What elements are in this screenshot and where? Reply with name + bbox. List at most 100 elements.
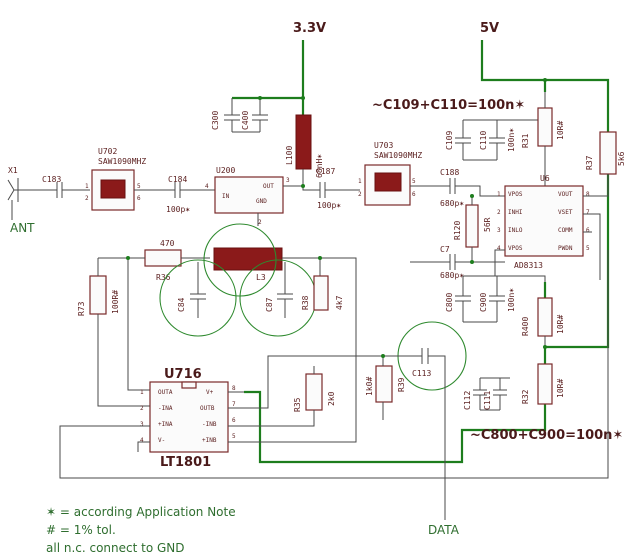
svg-text:10R#: 10R# (556, 315, 565, 334)
x1-label: X1 (8, 166, 18, 175)
svg-text:R73: R73 (77, 301, 86, 316)
svg-text:C113: C113 (412, 369, 431, 378)
resistor-r37: R37 5k6 (585, 131, 626, 197)
svg-text:6: 6 (137, 195, 141, 202)
antenna-connector[interactable]: X1 ANT (7, 166, 45, 235)
ground-ring-c84 (159, 259, 237, 337)
capacitors-c111-c112: C112 C111 (463, 377, 510, 411)
svg-text:C109: C109 (445, 131, 454, 150)
svg-text:100n✶: 100n✶ (507, 128, 516, 152)
svg-text:-INB: -INB (202, 421, 217, 428)
svg-text:U200: U200 (216, 166, 235, 175)
legend-hash: # = 1% tol. (46, 523, 116, 537)
svg-text:U703: U703 (374, 141, 393, 150)
svg-text:+INA: +INA (158, 421, 173, 428)
inductor-l100: L100 68nH✶ (285, 114, 324, 186)
svg-text:R38: R38 (301, 295, 310, 310)
opamp-u716: U716 LT1801 OUTA -INA +INA V- V+ OUTB -I… (59, 250, 609, 479)
svg-text:68nH✶: 68nH✶ (315, 154, 324, 178)
svg-text:C400: C400 (241, 111, 250, 130)
svg-text:10R#: 10R# (556, 121, 565, 140)
svg-text:1: 1 (85, 183, 89, 190)
svg-text:1k0#: 1k0# (365, 377, 374, 396)
svg-text:5: 5 (232, 433, 236, 440)
svg-text:INHI: INHI (508, 209, 523, 216)
svg-text:100p✶: 100p✶ (166, 205, 190, 214)
capacitors-c300-c400: C300 C400 (211, 98, 268, 133)
svg-text:1: 1 (358, 178, 362, 185)
capacitor-c84: C84 (177, 262, 206, 318)
svg-text:6: 6 (586, 227, 590, 234)
svg-text:VPOS: VPOS (508, 191, 523, 198)
svg-text:1: 1 (497, 191, 501, 198)
data-output-label: DATA (428, 523, 460, 537)
svg-text:100p✶: 100p✶ (317, 201, 341, 210)
svg-text:C87: C87 (265, 297, 274, 312)
capacitor-c87: C87 (265, 262, 293, 318)
svg-text:C183: C183 (42, 175, 61, 184)
junction-dots (126, 78, 547, 358)
saw-filter-u703: U703 SAW1090MHZ 1 2 5 6 (358, 141, 450, 206)
capacitor-c113: C113 (383, 348, 446, 520)
svg-text:2: 2 (358, 191, 362, 198)
resistor-r36: 470 R36 (128, 239, 210, 282)
svg-text:COMM: COMM (558, 227, 573, 234)
svg-text:2k0: 2k0 (327, 391, 336, 406)
svg-text:10R#: 10R# (556, 379, 565, 398)
svg-text:INLO: INLO (508, 227, 523, 234)
svg-text:C7: C7 (440, 245, 450, 254)
resistor-r38: R38 4k7 (301, 275, 344, 311)
rail-5v-opamp (244, 390, 547, 464)
svg-text:7: 7 (586, 209, 590, 216)
capacitor-c188: C188 680p✶ (440, 168, 505, 208)
svg-text:OUTB: OUTB (200, 405, 215, 412)
resistor-r31: R31 10R# (512, 92, 565, 187)
svg-text:R120: R120 (453, 221, 462, 240)
svg-text:C84: C84 (177, 297, 186, 312)
svg-text:R32: R32 (521, 389, 530, 404)
svg-text:2: 2 (85, 195, 89, 202)
svg-text:IN: IN (222, 193, 230, 200)
svg-text:3: 3 (140, 421, 144, 428)
svg-text:-INA: -INA (158, 405, 173, 412)
capacitors-c109-c110: C109 C110 100n✶ (445, 119, 545, 161)
svg-text:C900: C900 (479, 293, 488, 312)
svg-text:SAW1090MHZ: SAW1090MHZ (98, 157, 146, 166)
amplifier-u200: U200 IN OUT GND 4 3 2 (205, 166, 320, 226)
svg-text:U716: U716 (164, 367, 202, 382)
svg-text:100n✶: 100n✶ (507, 288, 516, 312)
capacitors-c800-c900: C800 C900 100n✶ (445, 275, 516, 323)
cap-note-top: ~C109+C110=100n✶ (372, 98, 525, 113)
svg-text:R35: R35 (293, 397, 302, 412)
svg-text:L100: L100 (285, 146, 294, 165)
svg-text:5: 5 (586, 245, 590, 252)
svg-text:56R: 56R (483, 217, 492, 232)
svg-text:U702: U702 (98, 147, 117, 156)
capacitor-c184: C184 100p✶ (165, 175, 215, 214)
rail-3v3-label: 3.3V (293, 21, 326, 36)
svg-text:U6: U6 (540, 174, 550, 183)
svg-text:VSET: VSET (558, 209, 573, 216)
svg-text:R400: R400 (521, 317, 530, 336)
svg-text:1: 1 (140, 389, 144, 396)
svg-text:PWDN: PWDN (558, 245, 573, 252)
cap-note-bottom: ~C800+C900=100n✶ (470, 428, 623, 443)
resistor-r35: R35 2k0 (290, 366, 336, 427)
svg-text:V+: V+ (206, 389, 214, 396)
svg-text:C187: C187 (316, 167, 335, 176)
svg-text:4: 4 (205, 183, 209, 190)
svg-text:3: 3 (497, 227, 501, 234)
resistor-r73: R73 100R# (77, 257, 150, 407)
svg-text:C300: C300 (211, 111, 220, 130)
rail-3v3 (232, 40, 305, 100)
svg-text:3: 3 (286, 177, 290, 184)
svg-text:C188: C188 (440, 168, 459, 177)
svg-text:5k6: 5k6 (617, 151, 626, 166)
capacitor-c7: C7 680p✶ (410, 245, 505, 280)
svg-text:GND: GND (256, 198, 267, 205)
svg-text:C111: C111 (483, 391, 492, 410)
svg-text:4: 4 (497, 245, 501, 252)
capacitor-c187: C187 100p✶ (316, 167, 360, 210)
log-detector-u6: U6 AD8313 VPOS INHI INLO VPOS VOUT VSET … (494, 174, 601, 282)
svg-text:4k7: 4k7 (335, 295, 344, 310)
